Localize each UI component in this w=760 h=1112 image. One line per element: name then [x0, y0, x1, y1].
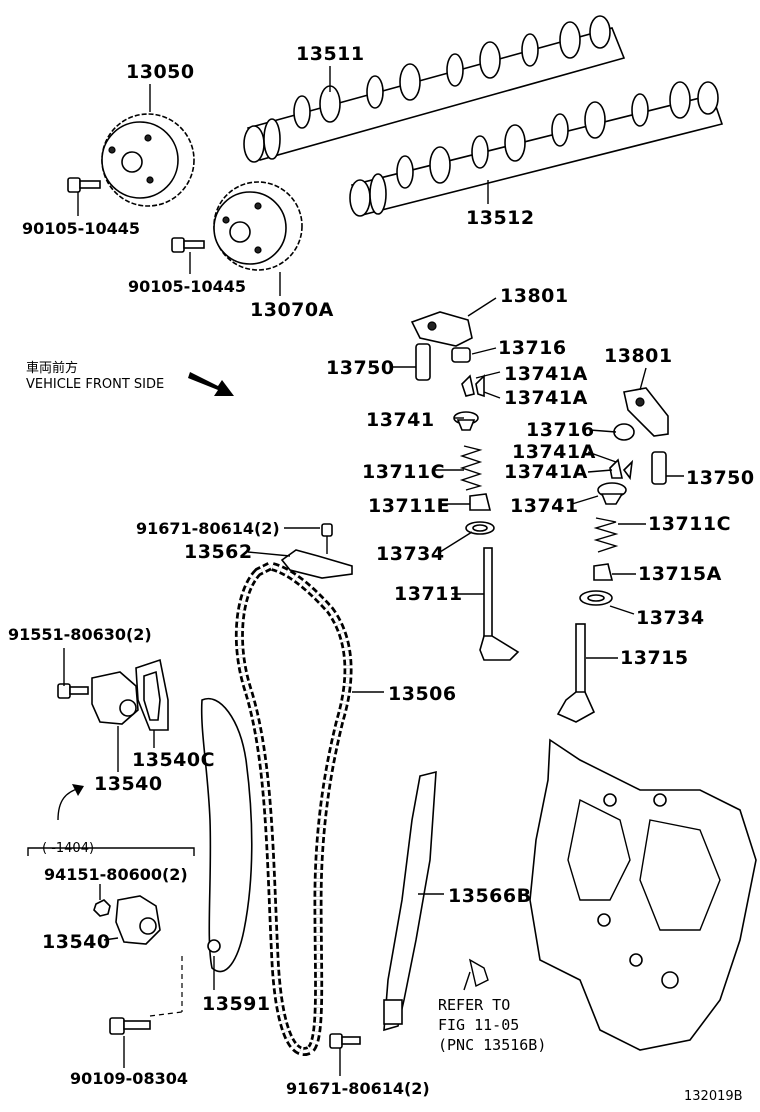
label-13562: 13562	[184, 541, 253, 563]
label-90109-08304: 90109-08304	[70, 1069, 188, 1088]
label-13715: 13715	[620, 647, 689, 669]
bolt-90109	[109, 1017, 151, 1035]
label-13711C-b: 13711C	[648, 513, 731, 535]
label-13801-a: 13801	[500, 285, 569, 307]
label-13741A-1: 13741A	[504, 363, 588, 385]
label-94151-80600: 94151-80600(2)	[44, 865, 188, 884]
retainer-13741-a	[453, 411, 479, 431]
label-13711C-a: 13711C	[362, 461, 445, 483]
label-13512: 13512	[466, 207, 535, 229]
label-13711: 13711	[394, 583, 463, 605]
label-90105-10445-a: 90105-10445	[22, 219, 140, 238]
rocker-arm-13801-a	[410, 311, 473, 347]
label-13540-a: 13540	[94, 773, 163, 795]
label-13750-b: 13750	[686, 467, 755, 489]
bolt-91551	[57, 683, 89, 699]
spring-13711C-b	[593, 517, 619, 553]
label-refer-3: (PNC 13516B)	[438, 1036, 546, 1054]
seal-13711E	[469, 493, 492, 511]
valve-13711	[479, 547, 520, 661]
camshaft-13511	[243, 15, 626, 163]
camshaft-13512	[349, 81, 724, 217]
sprocket-13070A	[213, 181, 303, 271]
label-13566B: 13566B	[448, 885, 532, 907]
label-13050: 13050	[126, 61, 195, 83]
slipper-13591	[200, 697, 253, 973]
label-13741A-3: 13741A	[512, 441, 596, 463]
keeper-13741A-a	[461, 374, 485, 398]
front-arrow	[188, 372, 234, 396]
label-front-en: VEHICLE FRONT SIDE	[26, 377, 164, 392]
label-91671-80614-top: 91671-80614(2)	[136, 519, 280, 538]
keeper-13741A-b	[609, 458, 634, 481]
lash-adjuster-13750-a	[415, 343, 431, 381]
label-13716-a: 13716	[498, 337, 567, 359]
curved-arrow	[57, 784, 84, 821]
label-13741A-4: 13741A	[504, 461, 588, 483]
tensioner-13540-b	[115, 895, 161, 945]
label-13711E: 13711E	[368, 495, 450, 517]
label-13540-b: 13540	[42, 931, 111, 953]
guide-13566B	[383, 770, 437, 1032]
label-13506: 13506	[388, 683, 457, 705]
rocker-arm-13801-b	[623, 387, 669, 437]
gasket-13540C	[135, 658, 169, 731]
spring-13711C	[459, 445, 483, 491]
label-13801-b: 13801	[604, 345, 673, 367]
label-13741-a: 13741	[366, 409, 435, 431]
label-date-range: ( -1404)	[42, 841, 94, 856]
label-13591: 13591	[202, 993, 271, 1015]
seal-13715A	[593, 563, 614, 581]
cap-13716-b	[613, 423, 635, 441]
figure-id: 132019B	[684, 1089, 743, 1104]
label-13741-b: 13741	[510, 495, 579, 517]
label-13540C: 13540C	[132, 749, 215, 771]
retainer-13741-b	[597, 482, 627, 505]
bolt-90105-b	[171, 237, 205, 253]
label-13716-b: 13716	[526, 419, 595, 441]
bolt-90105-a	[67, 177, 101, 193]
label-refer-2: FIG 11-05	[438, 1016, 519, 1034]
bolt-91671-bottom	[329, 1033, 361, 1049]
label-13734-b: 13734	[636, 607, 705, 629]
label-refer-1: REFER TO	[438, 996, 510, 1014]
engine-block	[468, 738, 757, 1051]
leader-lines	[27, 66, 684, 1076]
washer-13734-b	[579, 590, 613, 606]
label-13715A: 13715A	[638, 563, 722, 585]
tensioner-13540-a	[91, 671, 139, 725]
label-13511: 13511	[296, 43, 365, 65]
label-91671-80614-bottom: 91671-80614(2)	[286, 1079, 430, 1098]
label-13734-a: 13734	[376, 543, 445, 565]
washer-13734-a	[465, 521, 495, 535]
label-front-jp: 車両前方	[26, 360, 78, 376]
cap-13716-a	[451, 347, 471, 363]
label-91551-80630: 91551-80630(2)	[8, 625, 152, 644]
label-13750-a: 13750	[326, 357, 395, 379]
label-90105-10445-b: 90105-10445	[128, 277, 246, 296]
nut-94151	[93, 899, 111, 917]
chain-guide-13562	[280, 523, 353, 579]
lash-adjuster-13750-b	[651, 451, 667, 485]
label-13741A-2: 13741A	[504, 387, 588, 409]
valve-13715	[556, 623, 596, 723]
timing-chain-13506	[234, 561, 353, 1056]
label-13070A: 13070A	[250, 299, 334, 321]
sprocket-13050	[101, 113, 195, 207]
